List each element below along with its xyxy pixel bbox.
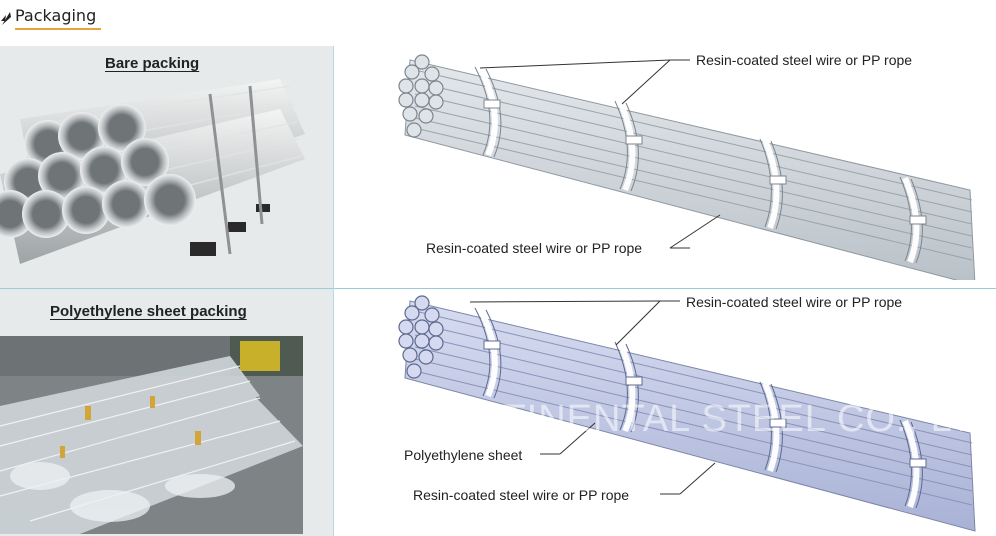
polyethylene-sheet-callout: Polyethylene sheet [404,447,523,463]
section-header: Packaging [0,0,996,38]
bare-packing-label: Bare packing [105,55,200,72]
column-divider [333,46,334,536]
polyethylene-bundle-image [0,336,303,534]
polyethylene-packing-label: Polyethylene sheet packing [50,303,247,320]
bottom-rope-callout-1: Resin-coated steel wire or PP rope [686,294,903,310]
polyethylene-packing-diagram [398,295,976,532]
top-rope-callout-2: Resin-coated steel wire or PP rope [426,240,643,256]
top-rope-callout-1: Resin-coated steel wire or PP rope [696,52,913,68]
bare-packing-diagram [398,54,976,280]
bare-pipe-bundle-image [0,79,305,264]
page-title: Packaging [15,6,97,25]
section-divider [0,288,996,289]
leaf-icon [1,12,11,25]
title-underline [15,28,101,30]
watermark: CONTINENTAL STEEL CO., LTD. [415,398,996,440]
bottom-rope-callout-2: Resin-coated steel wire or PP rope [413,487,630,503]
